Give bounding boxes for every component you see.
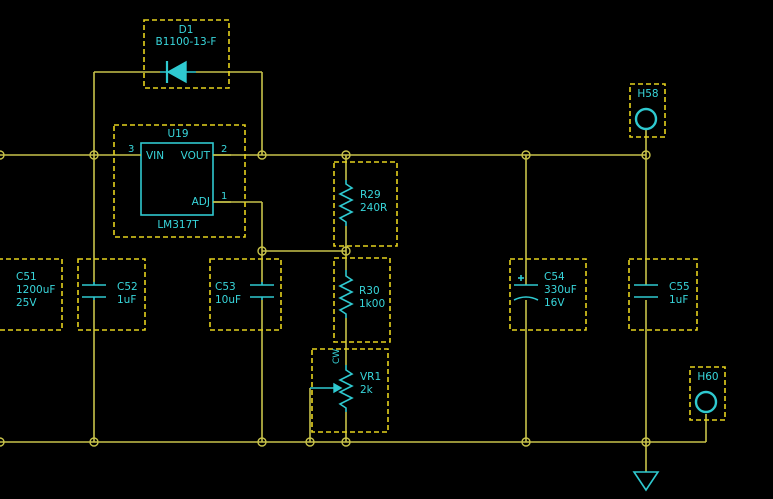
d1-value: B1100-13-F	[156, 36, 217, 48]
d1-ref: D1	[179, 24, 194, 36]
h58-ref: H58	[637, 88, 658, 100]
c54-value: 330uF	[544, 284, 577, 296]
u19-pin-vin: VIN	[146, 150, 164, 162]
resistor-icon	[338, 180, 354, 226]
h60-ref: H60	[697, 371, 718, 383]
ground-symbol-icon	[632, 471, 660, 492]
r29-ref: R29	[360, 189, 381, 201]
c54-ref: C54	[544, 271, 565, 283]
mounting-hole-h58[interactable]: H58	[629, 83, 666, 138]
capacitor-c55[interactable]: C55 1uF	[628, 258, 698, 331]
c52-value: 1uF	[117, 294, 136, 306]
vr1-value: 2k	[360, 384, 374, 396]
u19-pin-num-2: 2	[221, 144, 227, 155]
c52-ref: C52	[117, 281, 138, 293]
vr1-ref: VR1	[360, 371, 381, 383]
junctions	[0, 150, 651, 447]
capacitor-c54[interactable]: C54 330uF 16V	[509, 258, 587, 331]
mounting-hole-icon	[694, 390, 718, 414]
c51-voltage: 25V	[16, 297, 37, 309]
c51-ref: C51	[16, 271, 37, 283]
u19-value: LM317T	[157, 219, 199, 231]
potentiometer-vr1[interactable]: CW VR1 2k	[310, 348, 389, 433]
r30-ref: R30	[359, 285, 380, 297]
u19-pin-vout: VOUT	[181, 150, 211, 162]
c53-ref: C53	[215, 281, 236, 293]
u19-ref: U19	[167, 128, 188, 140]
u19-pin-num-3: 3	[128, 144, 134, 155]
capacitor-c53[interactable]: C53 10uF	[209, 258, 282, 331]
mounting-hole-h60[interactable]: H60	[689, 366, 726, 421]
vr1-cw-label: CW	[332, 349, 342, 364]
mounting-hole-icon	[634, 107, 658, 131]
wires	[0, 71, 707, 472]
capacitor-c52[interactable]: C52 1uF	[77, 258, 146, 331]
potentiometer-icon	[338, 365, 354, 412]
u19-pin-num-1: 1	[221, 191, 227, 202]
capacitor-c51[interactable]: C51 1200uF 25V	[0, 258, 63, 331]
resistor-r29[interactable]: R29 240R	[333, 161, 398, 247]
c51-value: 1200uF	[16, 284, 55, 296]
regulator-u19[interactable]: U19 LM317T VIN VOUT ADJ 3 2 1	[113, 124, 246, 238]
c53-value: 10uF	[215, 294, 241, 306]
diode-d1[interactable]: D1 B1100-13-F	[143, 19, 230, 89]
r30-value: 1k00	[359, 298, 385, 310]
c54-voltage: 16V	[544, 297, 565, 309]
c55-value: 1uF	[669, 294, 688, 306]
resistor-icon	[338, 270, 354, 318]
u19-pin-adj: ADJ	[192, 196, 210, 208]
c55-ref: C55	[669, 281, 690, 293]
resistor-r30[interactable]: R30 1k00	[333, 257, 391, 343]
diode-icon	[166, 60, 187, 84]
r29-value: 240R	[360, 202, 387, 214]
